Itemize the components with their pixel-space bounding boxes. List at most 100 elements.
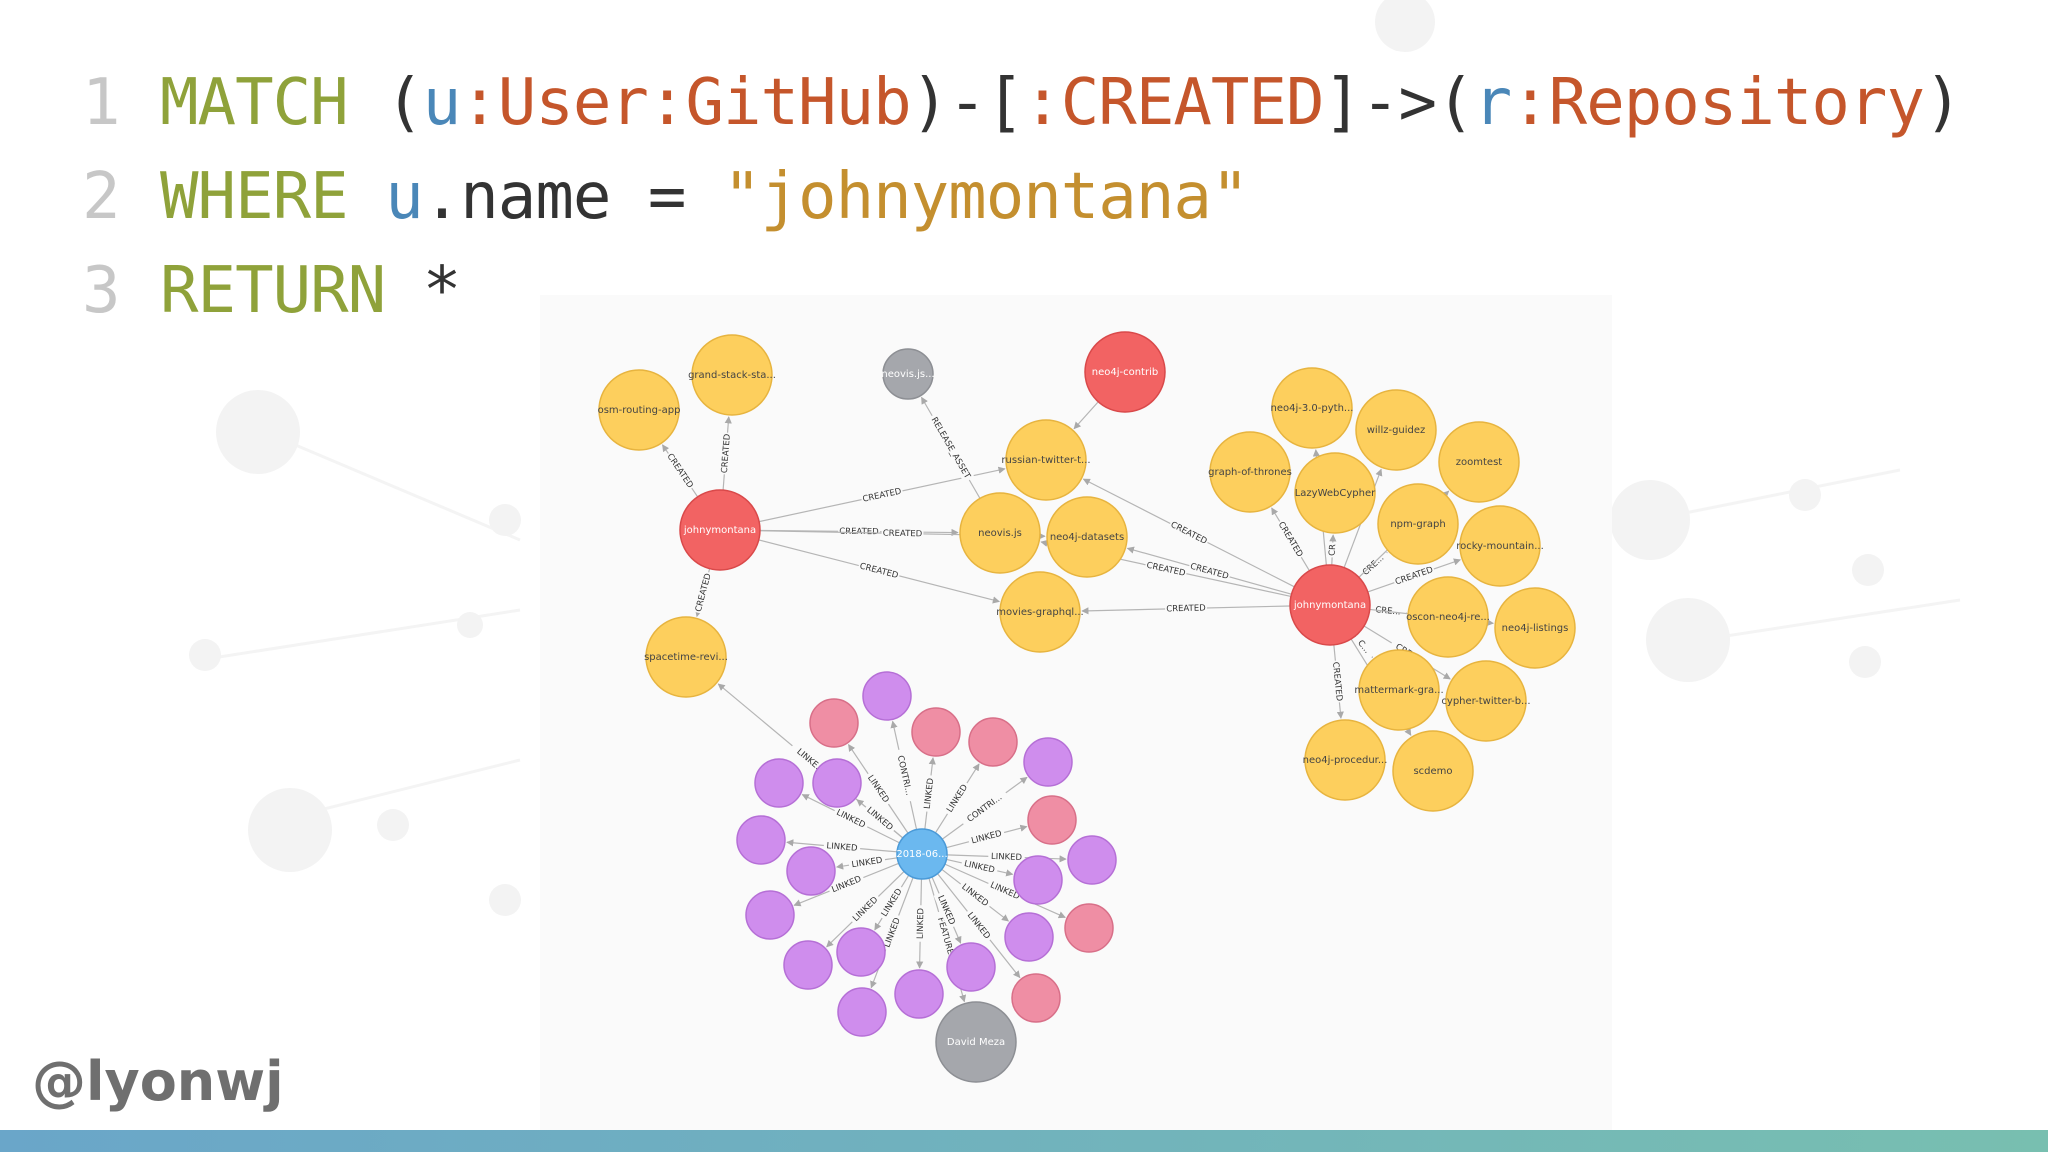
graph-node-u2[interactable]: johnymontana — [1289, 564, 1371, 646]
node-circle[interactable] — [1407, 576, 1489, 658]
node-circle[interactable] — [1013, 855, 1063, 905]
graph-node-ev[interactable]: 2018-06... — [896, 828, 948, 880]
tweet-node[interactable] — [836, 927, 886, 977]
graph-node-mg[interactable]: movies-graphql... — [996, 571, 1084, 653]
graph-node-st[interactable]: spacetime-revi... — [644, 616, 728, 698]
node-circle[interactable] — [1011, 973, 1061, 1023]
tweet-node[interactable] — [736, 815, 786, 865]
graph-node-ctb[interactable]: cypher-twitter-b... — [1441, 660, 1531, 742]
node-circle[interactable] — [736, 815, 786, 865]
node-circle[interactable] — [1004, 912, 1054, 962]
node-circle[interactable] — [882, 348, 934, 400]
tweet-node[interactable] — [1004, 912, 1054, 962]
node-circle[interactable] — [1438, 421, 1520, 503]
node-circle[interactable] — [1377, 483, 1459, 565]
tweet-node[interactable] — [837, 987, 887, 1037]
node-circle[interactable] — [1027, 795, 1077, 845]
node-circle[interactable] — [1064, 903, 1114, 953]
node-circle[interactable] — [1355, 389, 1437, 471]
node-circle[interactable] — [894, 969, 944, 1019]
node-circle[interactable] — [836, 927, 886, 977]
graph-node-got[interactable]: graph-of-thrones — [1208, 431, 1292, 513]
link-node[interactable] — [968, 717, 1018, 767]
node-circle[interactable] — [645, 616, 727, 698]
graph-node-dm[interactable]: David Meza — [935, 1001, 1017, 1083]
graph-node-sc[interactable]: scdemo — [1392, 730, 1474, 812]
tweet-node[interactable] — [745, 890, 795, 940]
graph-node-mm[interactable]: mattermark-gra... — [1354, 649, 1444, 731]
graph-node-vz[interactable]: neovis.js... — [881, 348, 935, 400]
node-circle[interactable] — [862, 671, 912, 721]
tweet-node[interactable] — [812, 758, 862, 808]
tweet-node[interactable] — [783, 940, 833, 990]
node-circle[interactable] — [946, 942, 996, 992]
graph-node-rt[interactable]: russian-twitter-t... — [1001, 419, 1091, 501]
node-circle[interactable] — [1459, 505, 1541, 587]
code-text: RETURN * — [160, 254, 461, 328]
node-circle[interactable] — [812, 758, 862, 808]
node-circle[interactable] — [968, 717, 1018, 767]
node-circle[interactable] — [911, 707, 961, 757]
graph-node-nl[interactable]: neo4j-listings — [1494, 587, 1576, 669]
node-circle[interactable] — [691, 334, 773, 416]
node-circle[interactable] — [1445, 660, 1527, 742]
bottom-accent-bar — [0, 1130, 2048, 1152]
node-circle[interactable] — [1358, 649, 1440, 731]
node-circle[interactable] — [783, 940, 833, 990]
graph-node-npm[interactable]: npm-graph — [1377, 483, 1459, 565]
node-circle[interactable] — [1392, 730, 1474, 812]
tweet-node[interactable] — [1023, 737, 1073, 787]
graph-node-wg[interactable]: willz-guidez — [1355, 389, 1437, 471]
node-circle[interactable] — [754, 758, 804, 808]
graph-node-np[interactable]: neo4j-3.0-pyth... — [1271, 367, 1354, 449]
graph-node-nc[interactable]: neo4j-contrib — [1084, 331, 1166, 413]
link-node[interactable] — [1011, 973, 1061, 1023]
graph-node-lwc[interactable]: LazyWebCypher — [1294, 452, 1376, 534]
node-circle[interactable] — [598, 369, 680, 451]
link-node[interactable] — [1064, 903, 1114, 953]
graph-node-rm[interactable]: rocky-mountain... — [1456, 505, 1544, 587]
node-circle[interactable] — [745, 890, 795, 940]
graph-node-nv[interactable]: neovis.js — [959, 492, 1041, 574]
link-node[interactable] — [911, 707, 961, 757]
node-circle[interactable] — [1067, 835, 1117, 885]
tweet-node[interactable] — [946, 942, 996, 992]
tweet-node[interactable] — [1067, 835, 1117, 885]
node-circle[interactable] — [837, 987, 887, 1037]
node-circle[interactable] — [786, 846, 836, 896]
node-circle[interactable] — [935, 1001, 1017, 1083]
node-circle[interactable] — [1494, 587, 1576, 669]
tweet-node[interactable] — [862, 671, 912, 721]
node-circle[interactable] — [1005, 419, 1087, 501]
tweet-node[interactable] — [754, 758, 804, 808]
node-circle[interactable] — [809, 698, 859, 748]
node-circle[interactable] — [1046, 496, 1128, 578]
link-node[interactable] — [1027, 795, 1077, 845]
edge-label-background — [1351, 633, 1377, 661]
node-circle[interactable] — [1084, 331, 1166, 413]
graph-node-nd[interactable]: neo4j-datasets — [1046, 496, 1128, 578]
graph-node-zt[interactable]: zoomtest — [1438, 421, 1520, 503]
node-label: cypher-twitter-b... — [1441, 696, 1530, 707]
node-circle[interactable] — [1294, 452, 1376, 534]
node-circle[interactable] — [1209, 431, 1291, 513]
node-circle[interactable] — [679, 489, 761, 571]
edge-label: CONTRI... — [966, 793, 1005, 825]
tweet-node[interactable] — [1013, 855, 1063, 905]
node-circle[interactable] — [896, 828, 948, 880]
node-circle[interactable] — [959, 492, 1041, 574]
graph-node-gs[interactable]: grand-stack-sta... — [688, 334, 776, 416]
node-circle[interactable] — [1271, 367, 1353, 449]
graph-node-osm[interactable]: osm-routing-app — [598, 369, 681, 451]
node-circle[interactable] — [999, 571, 1081, 653]
link-node[interactable] — [809, 698, 859, 748]
tweet-node[interactable] — [894, 969, 944, 1019]
graph-node-u1[interactable]: johnymontana — [679, 489, 761, 571]
graph-node-osc[interactable]: oscon-neo4j-re... — [1406, 576, 1490, 658]
node-circle[interactable] — [1023, 737, 1073, 787]
node-circle[interactable] — [1304, 719, 1386, 801]
edge-label: CREATED — [664, 452, 695, 491]
graph-node-npr[interactable]: neo4j-procedur... — [1303, 719, 1388, 801]
tweet-node[interactable] — [786, 846, 836, 896]
node-circle[interactable] — [1289, 564, 1371, 646]
